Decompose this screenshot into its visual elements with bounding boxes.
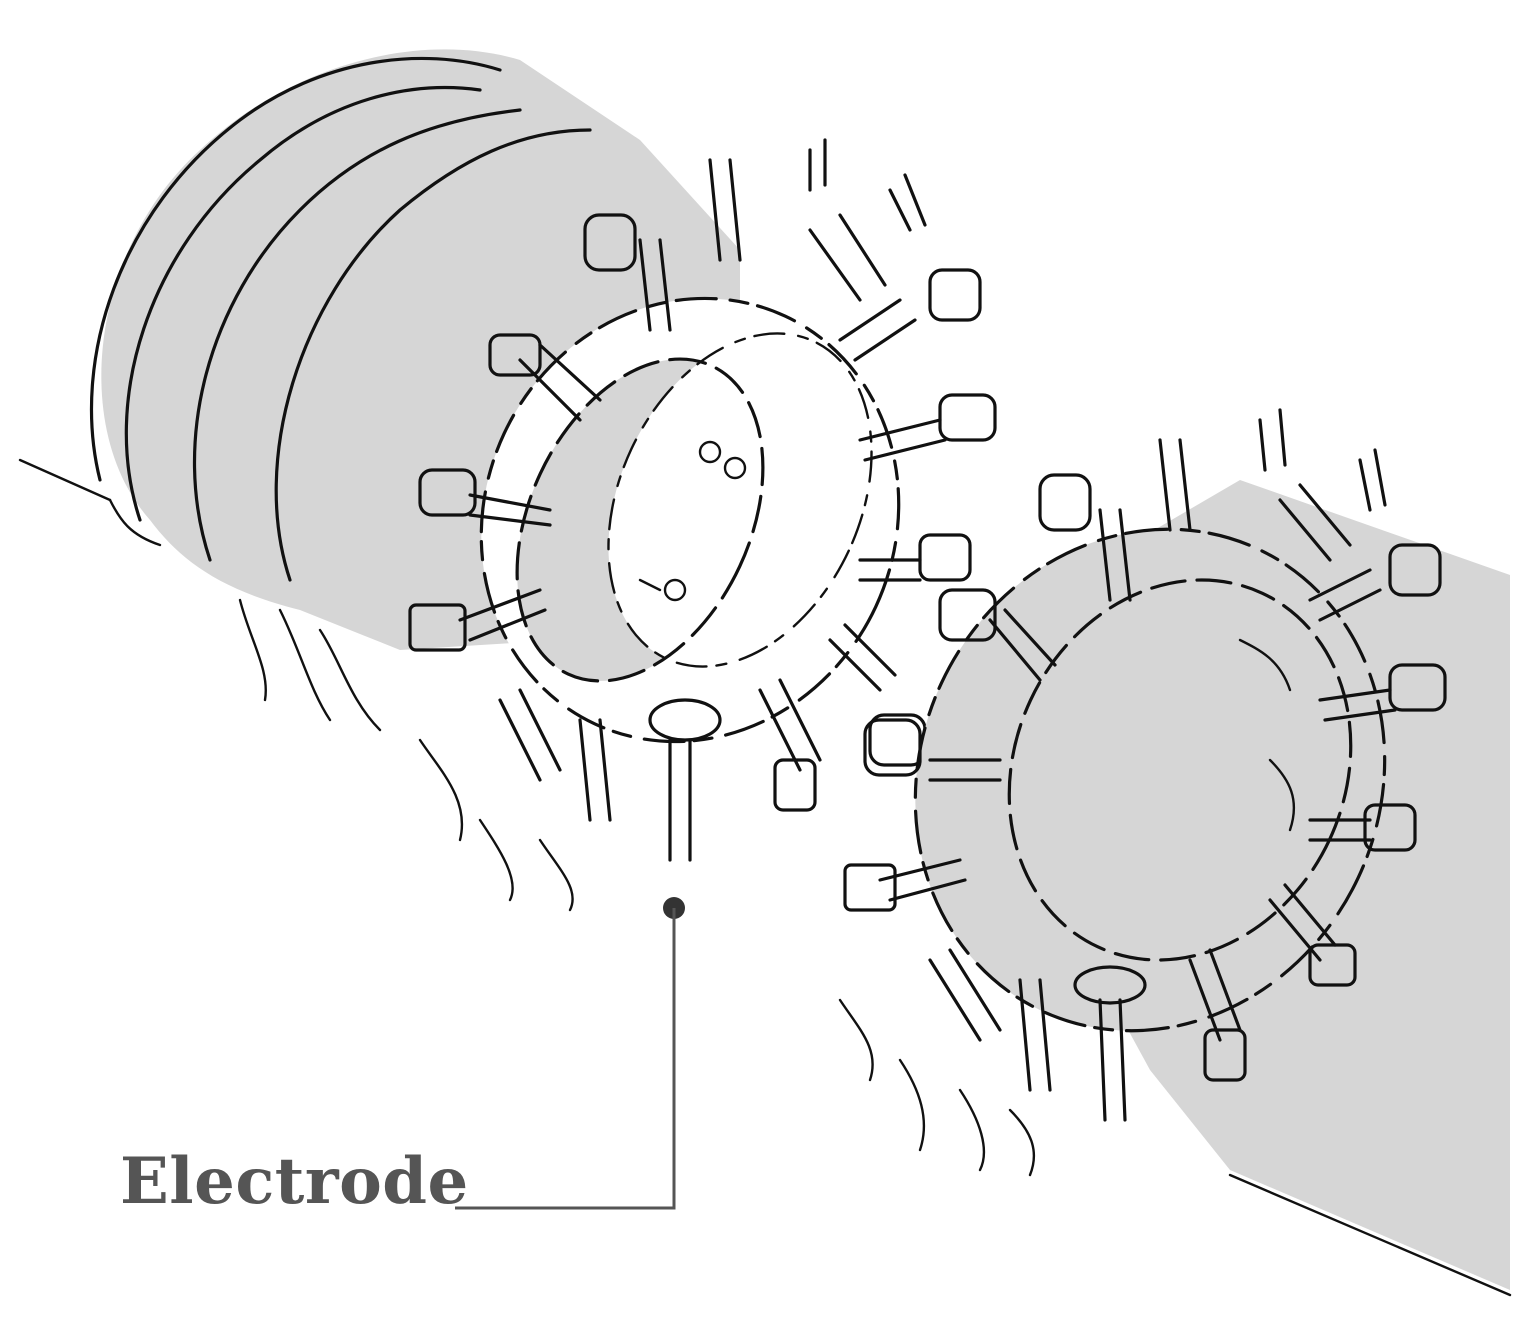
electrode-label: Electrode <box>120 1144 469 1219</box>
electrode-pointer <box>455 897 685 1210</box>
right-ring-prongs <box>843 408 1447 1122</box>
right-electrode-ring <box>843 408 1447 1122</box>
electrode-leader-line <box>455 908 676 1210</box>
left-electrode-ring <box>408 138 997 862</box>
right-fibers <box>838 998 1036 1177</box>
left-fibers <box>238 598 574 912</box>
